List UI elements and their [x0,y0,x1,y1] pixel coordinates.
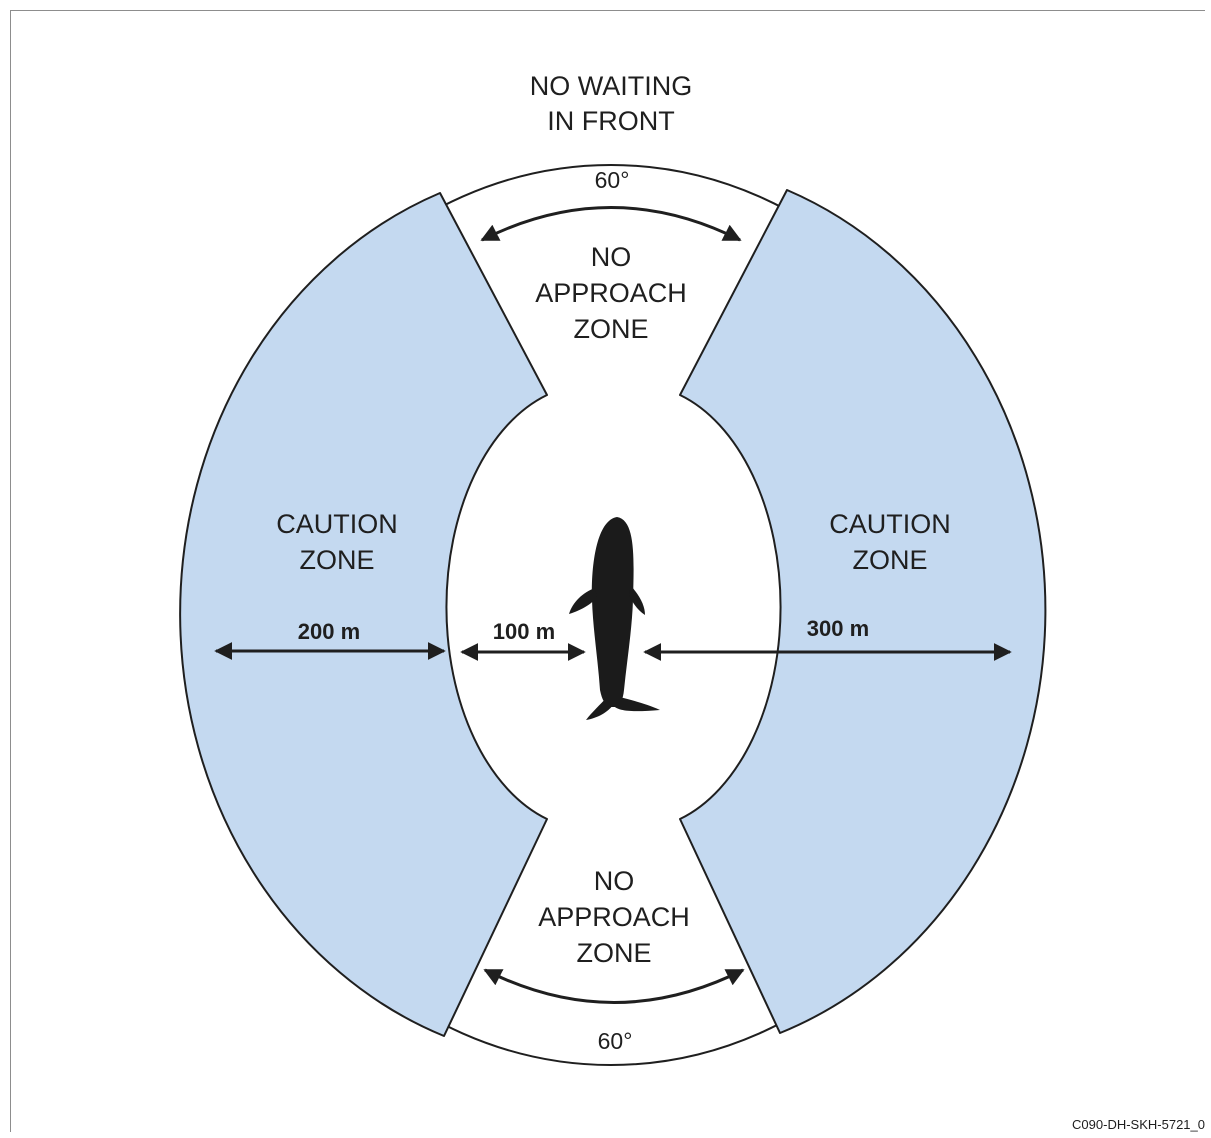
whale-silhouette-icon [569,517,660,720]
no-approach-top-line3: ZONE [573,314,648,344]
distance-label-left: 200 m [298,619,360,644]
angle-label-top: 60° [595,167,630,193]
top-heading-line1: NO WAITING [530,71,693,101]
no-approach-bottom-line3: ZONE [576,938,651,968]
caution-left-line1: CAUTION [276,509,398,539]
no-approach-bottom-line2: APPROACH [538,902,690,932]
no-approach-bottom-line1: NO [594,866,635,896]
distance-label-inner: 100 m [493,619,555,644]
caution-right-line2: ZONE [852,545,927,575]
figure-code: C090-DH-SKH-5721_0 [1072,1117,1205,1132]
figure-frame [10,10,1205,1132]
caution-left-line2: ZONE [299,545,374,575]
no-approach-top-line2: APPROACH [535,278,687,308]
no-approach-top-line1: NO [591,242,632,272]
caution-zone-left-area [179,192,548,1037]
angle-label-bottom: 60° [598,1028,633,1054]
angle-arrow-top [480,206,742,242]
caution-zone-right-area [679,189,1047,1034]
angle-arrow-bottom [483,968,745,1004]
top-heading-line2: IN FRONT [547,106,675,136]
distance-label-right: 300 m [807,616,869,641]
caution-right-line1: CAUTION [829,509,951,539]
